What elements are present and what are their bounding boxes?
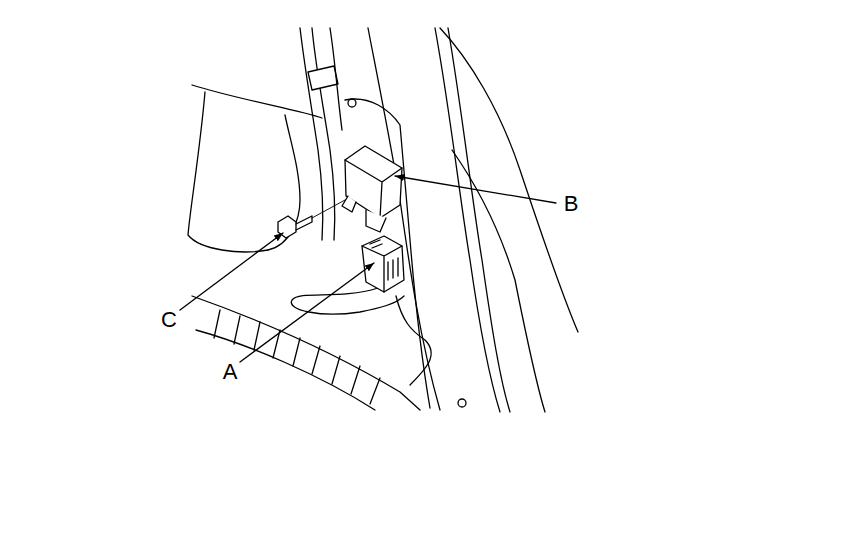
leader-line [240,263,374,362]
connector-detail [370,240,398,280]
part-letter: B [564,193,579,215]
install-line [312,200,345,218]
leader-line [180,233,283,310]
hole [348,99,356,107]
pipe [312,28,335,240]
hole [458,399,466,407]
wire [291,288,404,314]
panel-edge [192,85,322,118]
body-edge [440,28,578,332]
sensor-socket [366,210,386,232]
panel-edge [188,92,268,252]
panel-edge [268,115,300,250]
wire [396,296,431,385]
pillar-edge [345,99,430,408]
harness-rib [214,310,380,404]
body-edge [452,150,545,412]
pillar-edge [435,28,500,412]
part-letter: C [161,309,177,331]
pipe [300,28,323,240]
pipe-clip [308,66,338,90]
part-letter: A [223,361,238,383]
pillar-edge [448,28,510,412]
sensor-tab [342,196,356,212]
connector-body [362,236,404,292]
harness [196,330,375,410]
pillar-edge [330,28,342,130]
connector-edge [362,246,402,292]
bolt-shank [296,216,312,230]
leader-line [395,176,556,203]
